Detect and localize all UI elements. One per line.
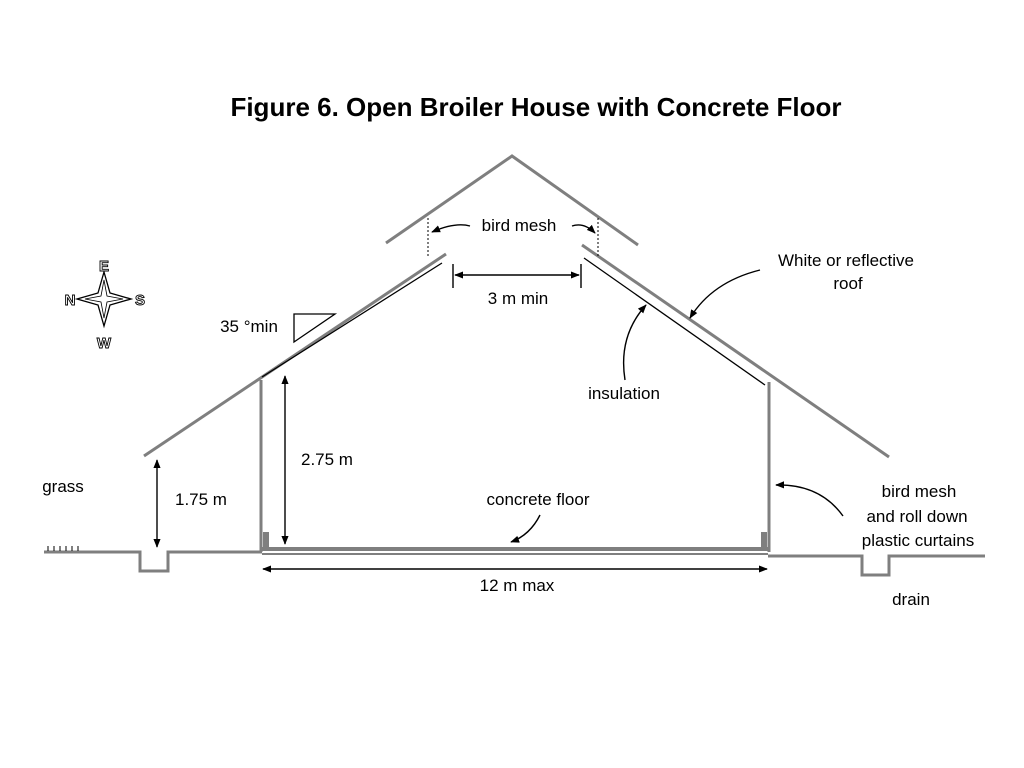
roof-right-slope (581, 243, 890, 459)
label-white-roof-line2: roof (833, 274, 863, 293)
insulation-left (261, 262, 443, 378)
roof-left-slope (143, 252, 447, 458)
label-height-175: 1.75 m (175, 490, 227, 509)
compass-south-label: S (135, 292, 145, 309)
label-bird-mesh-top: bird mesh (482, 216, 557, 235)
label-white-roof-line1: White or reflective (778, 251, 914, 270)
figure-title: Figure 6. Open Broiler House with Concre… (230, 92, 841, 122)
grass-icon (47, 546, 79, 551)
label-concrete-floor: concrete floor (487, 490, 590, 509)
ridge-cap-roof (385, 154, 639, 247)
label-side-mesh-line2: and roll down (866, 507, 967, 526)
leader-side-mesh (775, 481, 844, 517)
compass-west-label: W (97, 335, 112, 352)
leader-insulation (622, 304, 647, 381)
leader-concrete-floor (510, 514, 541, 543)
floor-curb-right (761, 532, 767, 550)
floor-curb-left (263, 532, 269, 550)
roof-angle-icon (293, 313, 338, 344)
ground-line-right (768, 554, 985, 577)
compass: E N S W (64, 258, 145, 353)
compass-east-label: E (99, 258, 109, 275)
label-grass: grass (42, 477, 84, 496)
compass-star-icon (74, 269, 134, 329)
label-3m-min: 3 m min (488, 289, 548, 308)
ground-line-left (44, 550, 262, 573)
label-width-12m: 12 m max (480, 576, 555, 595)
label-height-275: 2.75 m (301, 450, 353, 469)
leader-bird-mesh-top-right (571, 224, 596, 234)
label-side-mesh-line3: plastic curtains (862, 531, 974, 550)
label-angle: 35 °min (220, 317, 278, 336)
label-insulation: insulation (588, 384, 660, 403)
compass-north-label: N (65, 292, 76, 309)
label-drain: drain (892, 590, 930, 609)
insulation-right (583, 257, 766, 386)
leader-bird-mesh-top-left (431, 224, 471, 233)
leader-white-roof (689, 269, 761, 319)
label-side-mesh-line1: bird mesh (882, 482, 957, 501)
